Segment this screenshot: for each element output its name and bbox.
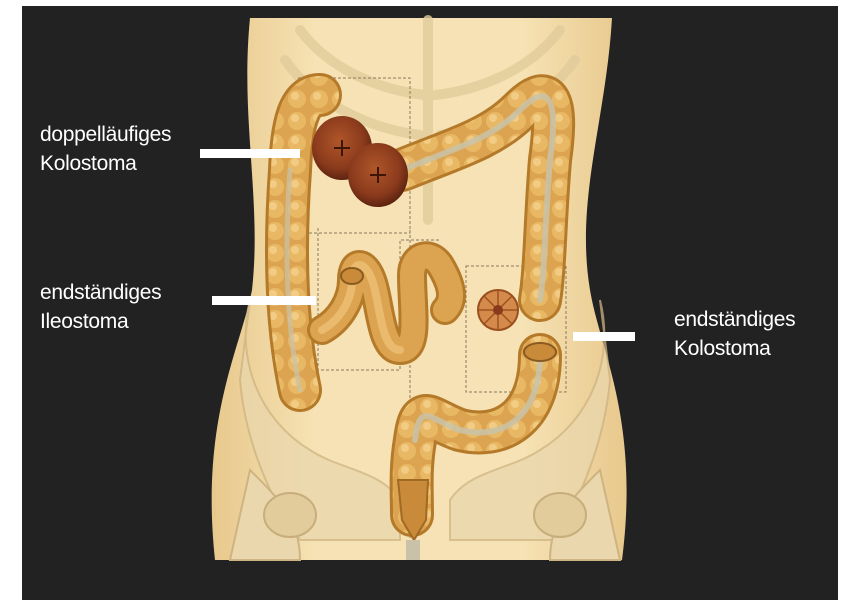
ileostomy-opening xyxy=(341,268,363,284)
label-end-ileostomy-line1: endständiges xyxy=(40,278,161,307)
label-end-ileostomy: endständiges Ileostoma xyxy=(40,278,161,336)
leader-end-ileostomy xyxy=(212,296,316,305)
label-end-colostomy-line1: endständiges xyxy=(674,305,795,334)
label-loop-colostomy-line1: doppelläufiges xyxy=(40,120,171,149)
anal-canal xyxy=(406,540,420,560)
label-loop-colostomy-line2: Kolostoma xyxy=(40,149,171,178)
leader-end-colostomy xyxy=(573,332,635,341)
end-colostomy-stoma xyxy=(478,290,518,330)
label-end-colostomy: endständiges Kolostoma xyxy=(674,305,795,363)
label-loop-colostomy: doppelläufiges Kolostoma xyxy=(40,120,171,178)
leader-loop-colostomy xyxy=(200,149,300,158)
descending-colon-cut-end xyxy=(524,343,556,361)
label-end-ileostomy-line2: Ileostoma xyxy=(40,307,161,336)
label-end-colostomy-line2: Kolostoma xyxy=(674,334,795,363)
